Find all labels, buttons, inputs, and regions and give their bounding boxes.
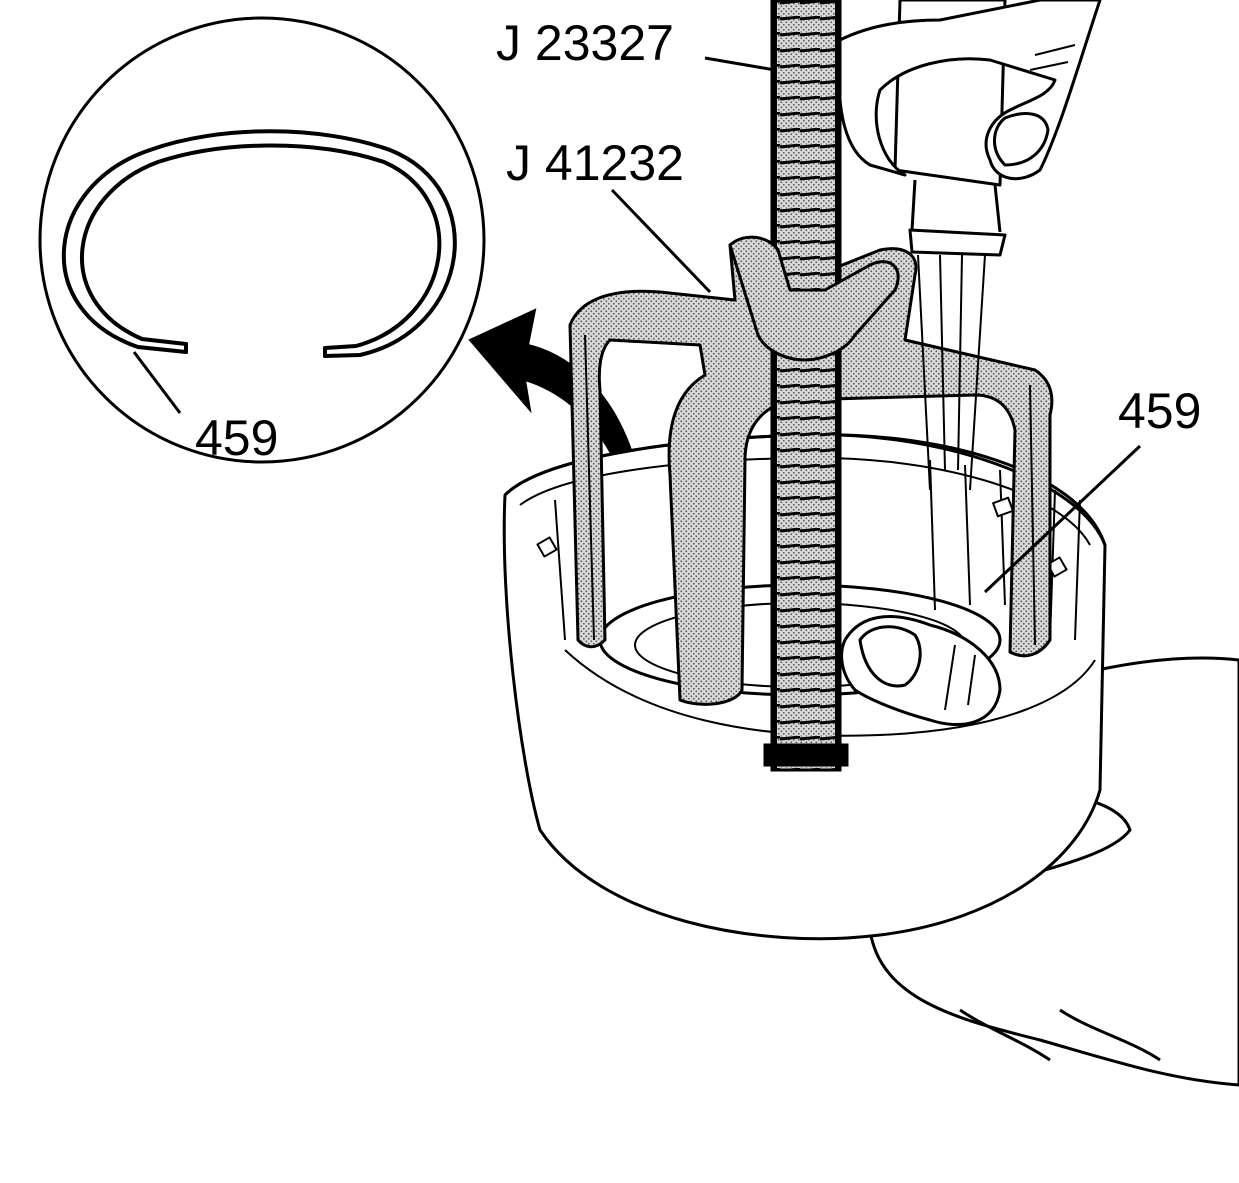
label-ring-detail: 459 [195, 410, 278, 466]
screwdriver [893, 0, 1007, 491]
leader-ring-installed [983, 444, 1142, 594]
leader-j41232 [610, 188, 712, 294]
label-j23327: J 23327 [496, 15, 674, 71]
snap-ring-detail [61, 129, 457, 358]
callout-leader-ring-detail [132, 351, 182, 414]
thumb [840, 615, 1002, 727]
callout-leaders [610, 56, 1142, 594]
label-j41232: J 41232 [506, 135, 684, 191]
threaded-rod-tool [763, 0, 849, 772]
detail-view-circle [38, 16, 486, 464]
leader-j23327 [704, 56, 776, 72]
wing-nut [728, 235, 900, 362]
upper-hand [837, 0, 1102, 181]
label-ring-installed: 459 [1118, 383, 1201, 439]
